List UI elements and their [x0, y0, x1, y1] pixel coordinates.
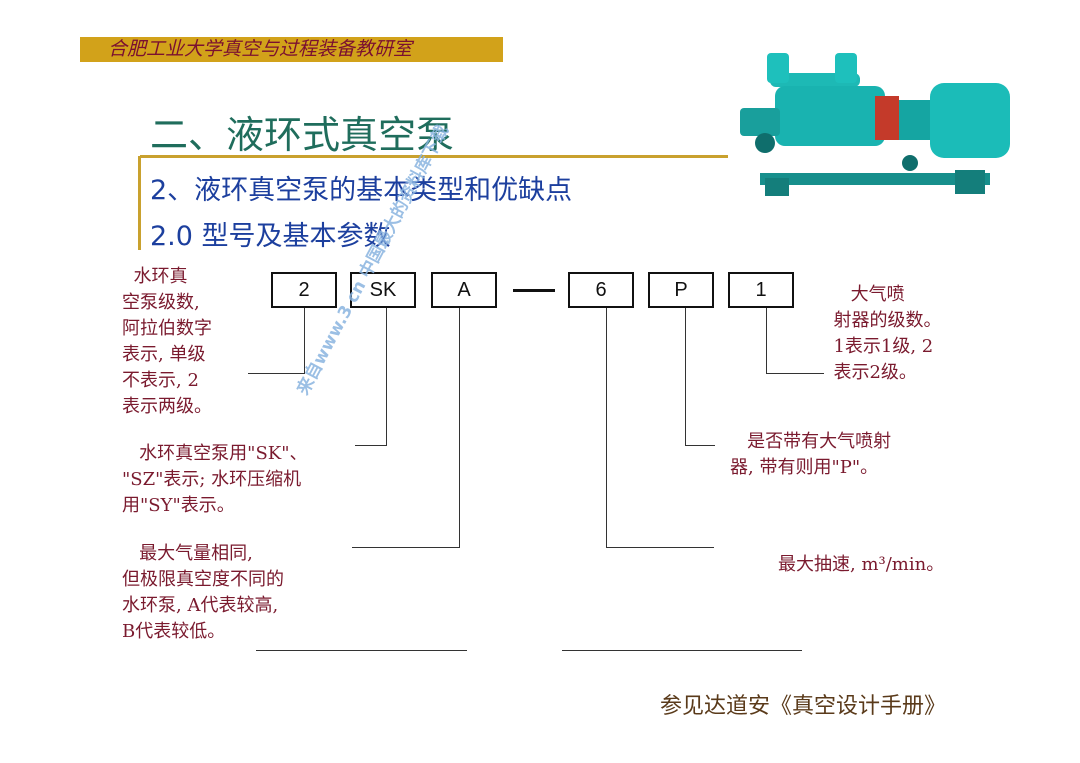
leader-line: [352, 547, 460, 548]
note-ejector: 是否带有大气喷射 器, 带有则用"P"。: [730, 429, 891, 481]
subhead-rule: [138, 156, 141, 250]
code-box-vacuum: A: [431, 272, 497, 308]
leader-line: [685, 308, 686, 446]
leader-line: [606, 547, 714, 548]
note-pump-type: 水环真空泵用"SK"、 "SZ"表示; 水环压缩机 用"SY"表示。: [122, 441, 308, 519]
leader-line: [766, 308, 767, 374]
note-vacuum-grade: 最大气量相同, 但极限真空度不同的 水环泵, A代表较高, B代表较低。: [122, 541, 284, 645]
subhead-model: 2.0 型号及基本参数: [150, 214, 391, 253]
code-box-speed: 6: [568, 272, 634, 308]
leader-line: [606, 308, 607, 548]
baseline-rule: [562, 650, 802, 651]
code-box-ejector-stages: 1: [728, 272, 794, 308]
leader-line: [355, 445, 387, 446]
reference-citation: 参见达道安《真空设计手册》: [660, 688, 946, 720]
note-pumping-speed: 最大抽速, m³/min。: [778, 552, 944, 578]
code-box-ejector: P: [648, 272, 714, 308]
note-pump-stages: 水环真 空泵级数, 阿拉伯数字 表示, 单级 不表示, 2 表示两级。: [122, 264, 212, 420]
watermark: 来自www.3 cn 中国最大的资料库下载: [289, 120, 453, 399]
leader-line: [685, 445, 715, 446]
subhead-types: 2、液环真空泵的基本类型和优缺点: [150, 168, 572, 207]
baseline-rule: [256, 650, 467, 651]
page-title: 二、液环式真空泵: [150, 104, 454, 159]
leader-line: [459, 308, 460, 548]
header-bar: 合肥工业大学真空与过程装备教研室: [80, 37, 503, 62]
header-text: 合肥工业大学真空与过程装备教研室: [108, 38, 412, 60]
leader-line: [386, 308, 387, 446]
note-ejector-stages: 大气喷 射器的级数。 1表示1级, 2 表示2级。: [822, 282, 941, 386]
code-box-stages: 2: [271, 272, 337, 308]
code-separator-dash: [513, 289, 555, 292]
leader-line: [766, 373, 824, 374]
vacuum-pump-illustration: [725, 38, 1015, 198]
